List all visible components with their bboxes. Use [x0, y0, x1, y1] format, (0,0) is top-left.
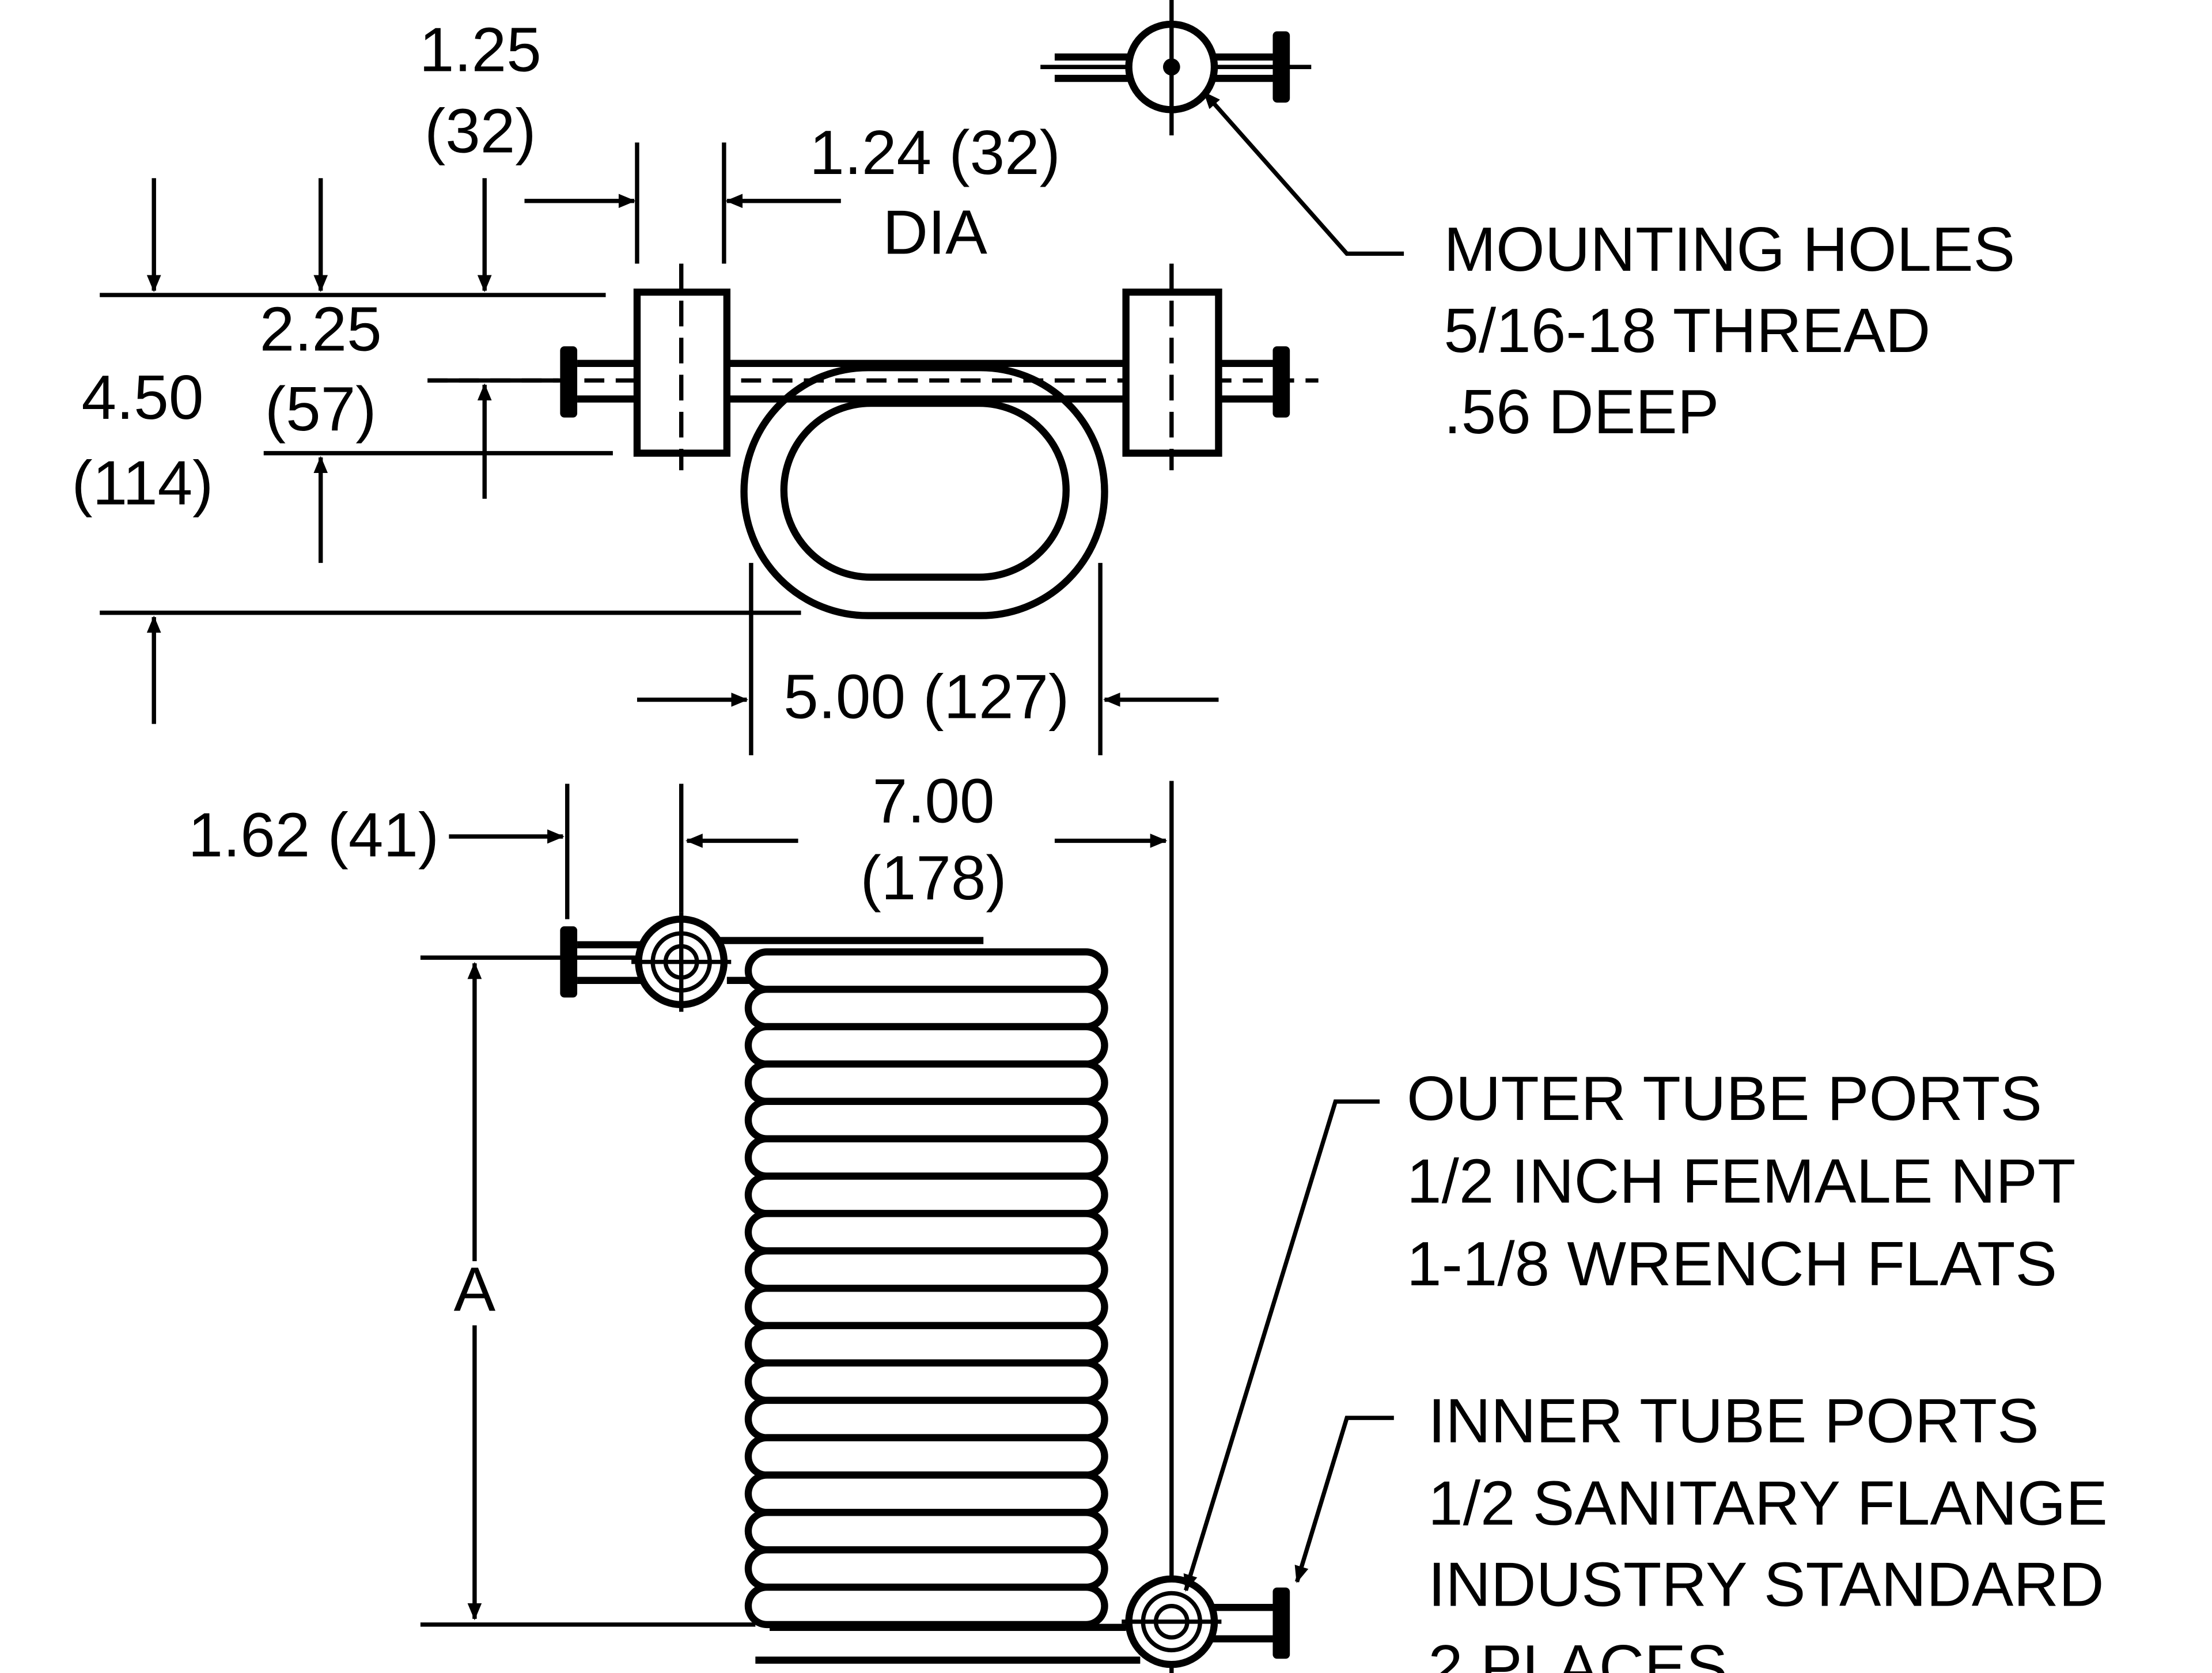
coil-turn: [744, 986, 1108, 1031]
hole-dia-value: 1.24 (32): [809, 118, 1060, 188]
outer-ports-line-3: 1-1/8 WRENCH FLATS: [1407, 1229, 2057, 1299]
mounting-holes-line-2: 5/16-18 THREAD: [1444, 296, 1930, 366]
inner-ports-line-1: INNER TUBE PORTS: [1428, 1386, 2039, 1456]
coil-turn: [744, 1284, 1108, 1330]
center-height-metric: (57): [265, 374, 377, 444]
coil-turn: [744, 1210, 1108, 1255]
inner-ports-line-4: 2 PLACES: [1428, 1632, 1728, 1673]
mounting-holes-line-3: .56 DEEP: [1444, 377, 1719, 447]
coil-turn: [744, 1023, 1108, 1068]
coil-turn: [744, 1509, 1108, 1554]
inner-ports-line-2: 1/2 SANITARY FLANGE: [1428, 1468, 2108, 1539]
overall-height-metric: (114): [71, 448, 213, 518]
coil-turn: [744, 1322, 1108, 1367]
coil-turn: [744, 1546, 1108, 1591]
mounting-holes-line-1: MOUNTING HOLES: [1444, 214, 2015, 285]
coil-turn: [744, 1172, 1108, 1217]
outer-ports-line-1: OUTER TUBE PORTS: [1407, 1063, 2042, 1134]
loop-width-value: 5.00 (127): [783, 662, 1069, 732]
side-view: 1.62 (41) 7.00 (178) A: [188, 766, 1394, 1673]
coil-turn: [744, 1097, 1108, 1142]
coil-turn: [744, 1583, 1108, 1629]
port-offset-value: 1.62 (41): [188, 800, 439, 870]
coil-turn: [744, 1247, 1108, 1292]
top-view: 1.25 (32) 1.24 (32) DIA 2.25 (57) 4.50 (…: [71, 15, 1319, 756]
coil-turn: [744, 948, 1108, 993]
bolt-width-metric: (32): [425, 96, 536, 166]
coil-turn: [744, 1135, 1108, 1180]
port-spacing-metric: (178): [861, 843, 1007, 913]
coil-turn: [744, 1359, 1108, 1404]
outer-ports-line-2: 1/2 INCH FEMALE NPT: [1407, 1146, 2075, 1217]
coil-turn: [744, 1396, 1108, 1441]
mounting-hole-detail: [1040, 0, 1404, 256]
overall-height-value: 4.50: [81, 362, 203, 433]
hole-dia-label: DIA: [882, 197, 987, 267]
bolt-width-value: 1.25: [419, 15, 541, 85]
coil-turn: [744, 1471, 1108, 1516]
port-spacing-value: 7.00: [873, 766, 995, 836]
center-height-value: 2.25: [260, 294, 382, 365]
height-label-a: A: [454, 1255, 496, 1325]
coil-turn: [744, 1060, 1108, 1105]
coil-turn: [744, 1434, 1108, 1479]
inner-ports-line-3: INDUSTRY STANDARD: [1428, 1550, 2104, 1620]
